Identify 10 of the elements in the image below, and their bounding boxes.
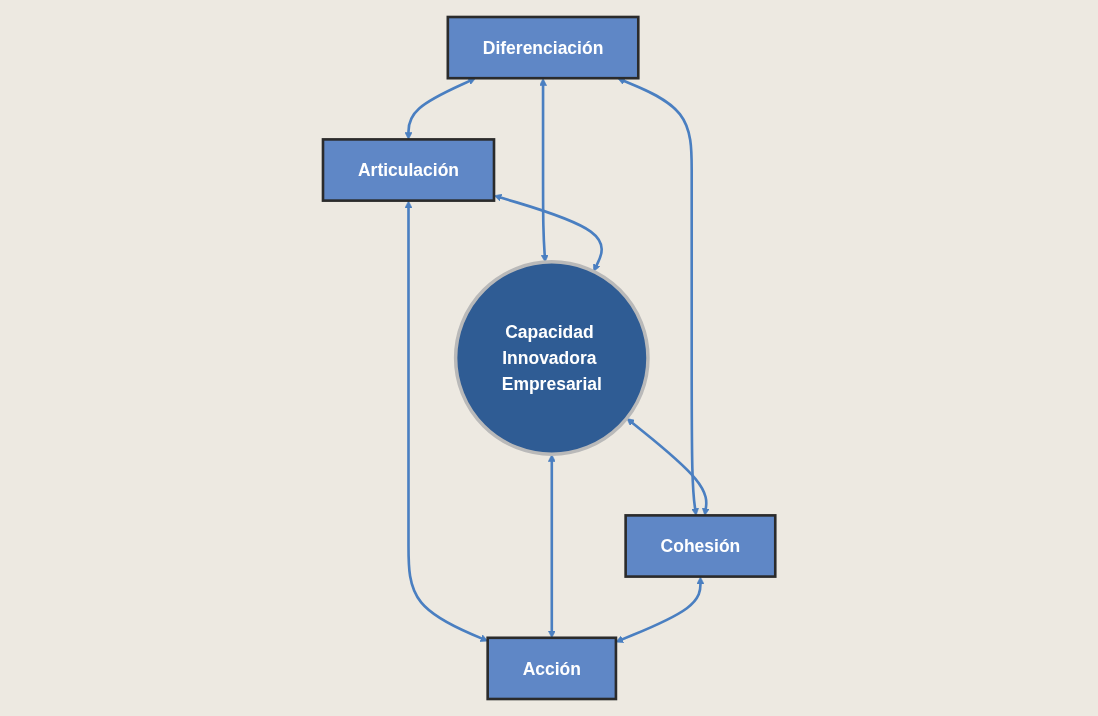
node-box: Diferenciación: [446, 15, 640, 80]
arrow: [493, 194, 603, 272]
node-box: Cohesión: [624, 514, 777, 578]
arrow: [626, 418, 710, 516]
arrow: [615, 576, 705, 643]
node-box: Acción: [486, 636, 618, 701]
node-box: Articulación: [321, 138, 496, 202]
arrow: [404, 200, 488, 642]
node-circle: Capacidad Innovadora Empresarial: [453, 260, 650, 456]
arrow: [539, 78, 549, 263]
